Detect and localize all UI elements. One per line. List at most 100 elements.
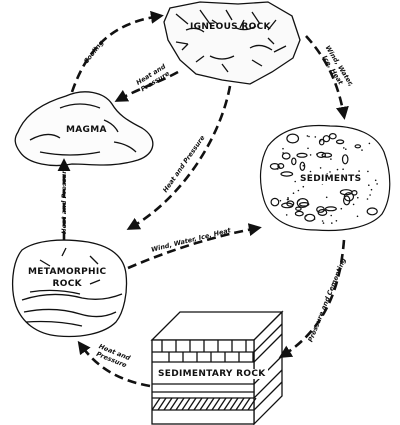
metamorphic-to-magma-label: Heat and Pressure [59, 166, 68, 234]
metamorphic-rock-label: METAMORPHIC ROCK [28, 266, 106, 290]
sediment-pebble [343, 192, 355, 202]
sediment-dot [370, 188, 373, 191]
arrow-metamorphic-to-sediments [127, 223, 262, 270]
sediment-pebble [322, 135, 331, 143]
sediment-dot [316, 153, 318, 155]
metamorphic-rock-illustration [11, 239, 128, 338]
sediment-dot [335, 220, 338, 222]
sediment-pebble [321, 152, 333, 158]
sediment-dot [321, 220, 324, 222]
sediment-pebble [270, 197, 280, 207]
sediment-dot [308, 135, 310, 138]
sediment-pebble [335, 139, 345, 145]
strata-line [205, 397, 215, 411]
sediment-dot [285, 214, 288, 216]
sediment-dot [367, 170, 369, 173]
sediment-dot [330, 214, 333, 217]
strata-line [253, 323, 283, 353]
sediment-dot [366, 198, 369, 200]
strata-line [253, 369, 283, 399]
sediment-pebble [339, 189, 353, 196]
sediment-dot [342, 168, 344, 170]
sediment-pebble [341, 154, 349, 165]
sediment-dot [309, 170, 312, 173]
sediment-dot [356, 215, 359, 218]
strata-line [211, 397, 221, 411]
strata-line [247, 397, 257, 411]
sediment-dot [302, 185, 305, 188]
magma-illustration [14, 91, 154, 167]
sediment-dot [314, 136, 317, 138]
strata-line [253, 333, 283, 363]
sediment-dot [340, 207, 343, 210]
sediment-dot [278, 166, 281, 168]
sediment-dot [322, 222, 325, 224]
sediment-dot [325, 196, 328, 199]
sediment-dot [306, 135, 309, 137]
sediment-pebble [328, 132, 337, 140]
sediment-dot [336, 168, 339, 171]
sediment-dot [305, 214, 308, 217]
igneous-rock-label: IGNEOUS ROCK [190, 22, 271, 32]
strata-line [253, 381, 283, 411]
sediment-pebble [299, 202, 310, 207]
sediment-dot [292, 192, 295, 194]
cycle-arrows [57, 10, 349, 388]
sediment-dot [297, 189, 300, 192]
sediment-pebble [324, 206, 337, 212]
sediment-dot [330, 158, 332, 160]
strata-line [229, 397, 239, 411]
sediment-pebble [294, 210, 304, 217]
strata-line [193, 397, 203, 411]
sediment-dot [287, 198, 290, 200]
strata-line [187, 397, 197, 411]
strata-line [199, 397, 209, 411]
sediment-pebble [280, 171, 294, 177]
arrow-igneous-to-magma [114, 70, 179, 102]
metamorphic-label-line2: ROCK [52, 279, 82, 289]
arrow-sediments-to-sedimentary [278, 239, 346, 359]
sediment-pebble [304, 213, 316, 222]
sediment-dot [319, 140, 322, 142]
sediments-label: SEDIMENTS [298, 174, 364, 184]
igneous-rock-illustration [163, 1, 301, 85]
sedimentary-rock-illustration [150, 310, 284, 425]
sediment-dot [282, 147, 284, 150]
sediment-pebble [281, 152, 291, 160]
sediment-dot [279, 199, 282, 202]
strata-line [241, 397, 251, 411]
sedimentary-rock-label: SEDIMENTARY ROCK [156, 369, 268, 379]
sediment-dot [357, 196, 359, 199]
strata-line [253, 355, 283, 385]
sediment-dot [374, 179, 377, 182]
sediment-pebble [317, 209, 328, 217]
arrow-igneous-to-metamorphic [126, 85, 232, 230]
sediment-dot [297, 199, 300, 202]
arrow-magma-to-igneous [70, 10, 164, 93]
sediment-dot [319, 167, 322, 169]
sediment-pebble [281, 202, 294, 209]
strata-line [151, 397, 161, 411]
sediment-dot [331, 222, 333, 224]
strata-line [181, 397, 191, 411]
metamorphic-label-line1: METAMORPHIC [28, 267, 107, 277]
strata-line [223, 397, 233, 411]
sediment-pebble [291, 157, 297, 166]
sediment-dot [309, 154, 312, 156]
sediment-dot [276, 168, 279, 170]
sediment-pebble [295, 206, 302, 211]
sediment-dot [329, 171, 331, 173]
sediment-dot [361, 149, 363, 151]
sediment-dot [313, 218, 316, 220]
strata-line [169, 397, 179, 411]
sediment-dot [324, 155, 327, 158]
strata-line [157, 397, 167, 411]
sediment-dot [352, 203, 355, 206]
strata-line [235, 397, 245, 411]
sediment-dot [376, 183, 378, 185]
sediment-dot [368, 142, 371, 145]
sediment-dot [369, 194, 371, 196]
sediment-dot [343, 147, 345, 149]
sediment-dot [302, 164, 305, 167]
sediment-dot [294, 180, 297, 183]
